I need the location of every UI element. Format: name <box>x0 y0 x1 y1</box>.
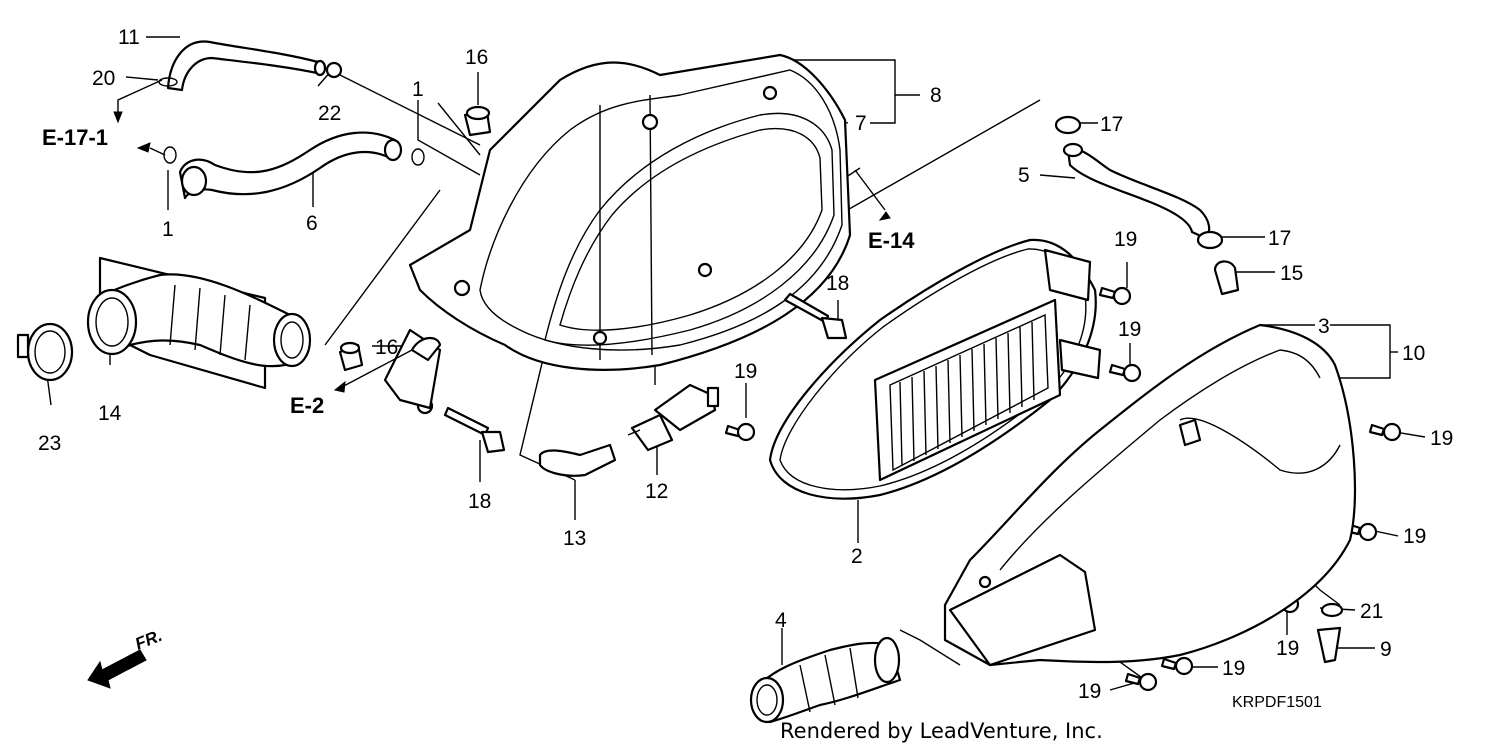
label-19-e: 19 <box>1403 525 1426 548</box>
ref-e2[interactable]: E-2 <box>290 393 324 418</box>
render-credit: Rendered by LeadVenture, Inc. <box>780 719 1103 743</box>
part-12-sensor <box>627 383 720 452</box>
reference-arrows <box>113 79 891 393</box>
label-3: 3 <box>1318 315 1330 338</box>
label-19-a: 19 <box>1114 228 1137 251</box>
part-5-hose <box>1062 142 1211 240</box>
label-19-b: 19 <box>1118 318 1141 341</box>
label-2: 2 <box>851 545 863 568</box>
label-8: 8 <box>930 84 942 107</box>
label-1-right: 1 <box>412 78 424 101</box>
label-6: 6 <box>306 212 318 235</box>
part-21-clip <box>1320 602 1344 618</box>
label-20: 20 <box>92 67 115 90</box>
part-11-hose <box>166 40 327 92</box>
label-17-bottom: 17 <box>1268 227 1291 250</box>
label-13: 13 <box>563 527 586 550</box>
part-23-clamp <box>16 322 74 382</box>
label-19-c: 19 <box>734 360 757 383</box>
label-14: 14 <box>98 402 122 425</box>
part-7-8-case <box>383 53 852 415</box>
part-9-plug <box>1316 626 1342 664</box>
front-arrow-icon <box>87 649 147 689</box>
label-22: 22 <box>318 102 341 125</box>
label-18-right: 18 <box>826 272 849 295</box>
label-1-left: 1 <box>162 218 174 241</box>
label-16-bottom: 16 <box>375 336 398 359</box>
label-17-top: 17 <box>1100 113 1123 136</box>
part-17-clamps <box>1054 115 1224 250</box>
part-22-clamp <box>325 61 343 79</box>
label-18-left: 18 <box>468 490 491 513</box>
label-19-h: 19 <box>1078 680 1101 703</box>
part-15-joint <box>1213 260 1240 296</box>
label-4: 4 <box>775 609 787 632</box>
label-19-f: 19 <box>1276 637 1299 660</box>
front-marker-label: FR. <box>132 626 165 654</box>
section-references: E-17-1 E-14 E-2 <box>42 125 915 418</box>
part-3-10-cover <box>943 323 1357 667</box>
label-5: 5 <box>1018 164 1030 187</box>
label-15: 15 <box>1280 262 1303 285</box>
label-19-g: 19 <box>1222 657 1245 680</box>
label-9: 9 <box>1380 638 1392 661</box>
part-4-tube <box>749 636 902 724</box>
label-7: 7 <box>855 112 867 135</box>
part-numbers: 11 20 22 16 1 1 6 8 7 17 5 17 15 19 18 1… <box>38 26 1453 703</box>
label-19-d: 19 <box>1430 427 1453 450</box>
label-21: 21 <box>1360 600 1383 623</box>
drawing-code: KRPDF1501 <box>1232 694 1322 711</box>
label-23: 23 <box>38 432 61 455</box>
part-2-element <box>768 238 1102 500</box>
part-18-bolts <box>443 292 848 454</box>
label-11: 11 <box>118 26 140 49</box>
label-16-top: 16 <box>465 46 488 69</box>
ref-e17-1[interactable]: E-17-1 <box>42 125 108 150</box>
part-6-hose <box>178 131 403 200</box>
part-14-tube <box>86 256 312 390</box>
ref-e14[interactable]: E-14 <box>868 228 915 253</box>
label-12: 12 <box>645 480 668 503</box>
part-16-grommets <box>338 105 492 372</box>
part-13-tube <box>538 443 617 477</box>
label-10: 10 <box>1402 342 1425 365</box>
